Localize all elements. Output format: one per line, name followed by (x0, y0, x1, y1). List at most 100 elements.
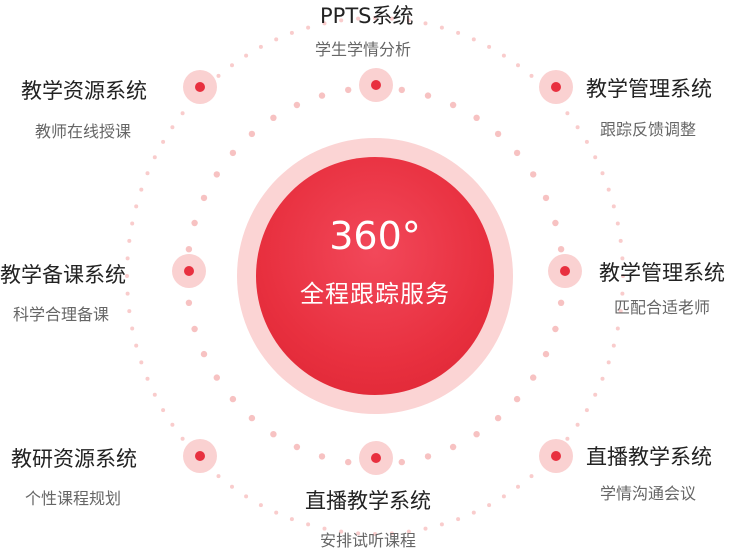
node-title-ppts: PPTS系统 (320, 4, 414, 28)
ring-dot (529, 474, 534, 479)
ring-dot (398, 86, 405, 94)
ring-dot (322, 21, 327, 26)
ring-dot (620, 291, 625, 296)
ring-dot (615, 326, 620, 331)
node-subtitle-prep: 科学合理备课 (13, 305, 110, 324)
center-circle: 360° 全程跟踪服务 (256, 157, 494, 395)
ring-dot (501, 494, 506, 499)
ring-dot (293, 443, 301, 451)
ring-dot (423, 21, 428, 26)
ring-dot (318, 453, 326, 460)
ring-dot (274, 510, 279, 515)
ring-dot (471, 510, 476, 515)
node-marker-ppts (359, 68, 393, 102)
ring-dot (345, 86, 352, 94)
ring-dot (552, 219, 559, 227)
ring-dot (494, 414, 502, 422)
ring-dot (615, 221, 620, 226)
node-marker-resource (183, 70, 217, 104)
ring-dot (389, 16, 394, 21)
ring-dot (306, 522, 311, 527)
ring-dot (170, 125, 175, 130)
ring-dot (424, 453, 432, 460)
ring-dot (552, 325, 559, 333)
ring-dot (125, 256, 130, 261)
ring-dot (356, 16, 361, 21)
ring-dot (575, 422, 580, 427)
ring-dot (618, 238, 623, 243)
node-subtitle-teaching-mgmt-2: 匹配合适老师 (614, 298, 711, 317)
ring-dot (575, 125, 580, 130)
ring-dot (270, 431, 277, 438)
ring-dot (213, 374, 220, 381)
ring-dot (557, 246, 565, 253)
ring-dot (293, 101, 301, 109)
ring-dot (456, 30, 461, 35)
ring-dot (513, 149, 521, 157)
ring-dot (200, 350, 208, 358)
ring-dot (611, 204, 616, 209)
node-subtitle-research: 个性课程规划 (25, 489, 122, 508)
ring-dot (145, 376, 150, 381)
ring-dot (565, 111, 570, 116)
ring-dot (516, 484, 520, 489)
ring-dot (593, 155, 598, 160)
ring-dot (618, 309, 623, 314)
ring-dot (216, 474, 221, 479)
ring-dot (406, 529, 411, 534)
node-marker-teaching-mgmt-2 (548, 254, 582, 288)
ring-dot (229, 395, 237, 403)
ring-dot (127, 309, 132, 314)
ring-dot (600, 171, 605, 176)
ring-dot (180, 436, 185, 441)
node-subtitle-ppts: 学生学情分析 (315, 40, 412, 59)
ring-dot (270, 114, 277, 122)
node-subtitle-teaching-mgmt-1: 跟踪反馈调整 (600, 120, 697, 139)
ring-dot (621, 274, 625, 278)
node-title-prep: 教学备课系统 (0, 263, 126, 287)
ring-dot (471, 37, 476, 42)
node-title-resource: 教学资源系统 (21, 79, 147, 103)
ring-dot (152, 392, 157, 397)
ring-dot (557, 299, 565, 306)
node-title-live-2: 直播教学系统 (305, 489, 431, 513)
ring-dot (125, 291, 130, 296)
node-marker-prep (172, 254, 206, 288)
ring-dot (139, 187, 144, 192)
ring-dot (229, 149, 237, 157)
ring-dot (584, 139, 589, 144)
ring-dot (449, 101, 457, 109)
center-value: 360° (329, 214, 421, 258)
ring-dot (600, 376, 605, 381)
ring-dot (389, 531, 394, 536)
ring-dot (191, 219, 198, 227)
ring-dot (318, 92, 326, 99)
ring-dot (161, 139, 166, 144)
ring-dot (230, 484, 234, 489)
ring-dot (487, 503, 492, 508)
node-subtitle-resource: 教师在线授课 (35, 122, 132, 141)
node-title-teaching-mgmt-1: 教学管理系统 (586, 77, 712, 101)
ring-dot (542, 194, 550, 202)
ring-dot (130, 221, 135, 226)
ring-dot (424, 92, 432, 99)
node-marker-teaching-mgmt-1 (539, 70, 573, 104)
ring-dot (398, 458, 405, 466)
ring-dot (530, 171, 537, 178)
ring-dot (501, 53, 506, 58)
ring-dot (530, 374, 537, 381)
ring-dot (161, 408, 166, 413)
ring-dot (185, 246, 193, 253)
center-subtitle: 全程跟踪服务 (300, 280, 450, 308)
ring-dot (289, 30, 294, 35)
ring-dot (170, 422, 175, 427)
ring-dot (339, 18, 344, 23)
ring-dot (127, 238, 132, 243)
ring-dot (611, 343, 616, 348)
node-subtitle-live-2: 安排试听课程 (320, 531, 417, 550)
ring-dot (356, 531, 361, 536)
ring-dot (494, 130, 502, 138)
ring-dot (258, 503, 263, 508)
ring-dot (180, 111, 185, 116)
ring-dot (439, 522, 444, 527)
